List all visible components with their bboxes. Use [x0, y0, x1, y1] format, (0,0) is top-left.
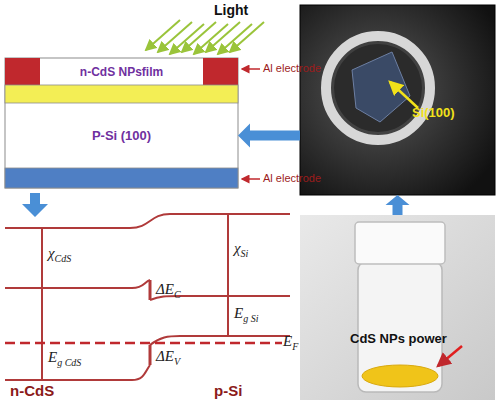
light-ray: [218, 24, 252, 54]
symbol-subscript: Si: [241, 248, 249, 259]
back-electrode: [5, 168, 238, 188]
symbol-base: χ: [234, 240, 241, 256]
light-ray: [146, 20, 180, 50]
symbol-subscript: C: [174, 289, 181, 300]
node-text: CdS NPs power: [350, 331, 447, 346]
symbol-base: χ: [48, 245, 55, 261]
band-label: χSi: [234, 240, 248, 259]
vial-photo: CdS NPs power: [300, 215, 495, 400]
light-ray: [230, 22, 264, 52]
symbol-subscript: V: [174, 356, 180, 367]
material-label: p-Si: [214, 382, 242, 399]
band-label: χCdS: [48, 245, 71, 264]
cds-powder: [362, 365, 438, 387]
offset-line: [149, 345, 152, 365]
energy-gap-line: [227, 296, 229, 336]
light-label: Light: [214, 2, 248, 18]
block-arrow: [386, 195, 410, 215]
electrode-label: Al electrode: [263, 172, 321, 184]
fermi-level: [5, 342, 282, 345]
energy-gap-line: [41, 288, 43, 380]
symbol-base: E: [283, 333, 292, 349]
symbol-base: E: [48, 349, 57, 365]
material-label: n-CdS: [10, 382, 54, 399]
vial-glass: [358, 262, 442, 392]
symbol-subscript: F: [292, 341, 298, 352]
photo-background: [300, 215, 495, 400]
sample-photo: Si(100): [300, 5, 495, 195]
band-lines: [5, 214, 290, 380]
offset-line: [149, 280, 152, 300]
silicon-wafer: [352, 52, 410, 122]
band-label: ΔEV: [156, 348, 180, 367]
band-label: Eg Si: [234, 305, 258, 324]
device-outline: [5, 58, 238, 188]
top-electrode: [203, 58, 238, 85]
light-rays: [146, 20, 264, 54]
vial-cap: [355, 222, 445, 264]
electrode-label: Al electrode: [263, 62, 321, 74]
symbol-base: ΔE: [156, 348, 174, 364]
substrate-layer: P-Si (100): [5, 103, 238, 168]
symbol-subscript: g CdS: [57, 357, 81, 368]
conduction-band: [5, 280, 150, 288]
vacuum-level: [5, 214, 290, 228]
sample-holder-ring: [326, 36, 430, 140]
pointer-arrow: [242, 68, 260, 70]
energy-gap-line: [227, 214, 229, 296]
symbol-base: ΔE: [156, 281, 174, 297]
pointer-arrow: [390, 82, 418, 108]
photo-background: [300, 5, 495, 195]
band-label: ΔEC: [156, 281, 181, 300]
top-electrode: [5, 58, 40, 85]
cds-layer: [5, 85, 238, 103]
pointer-arrow: [242, 178, 260, 180]
node-text: n-CdS NPsfilm: [80, 65, 163, 79]
block-arrow: [238, 124, 300, 148]
symbol-subscript: CdS: [55, 253, 72, 264]
symbol-base: E: [234, 305, 243, 321]
band-label: Eg CdS: [48, 349, 81, 368]
block-arrow: [22, 193, 48, 217]
layer-region: n-CdS NPsfilm: [40, 58, 203, 85]
pointer-arrow: [438, 346, 462, 366]
band-label: EF: [283, 333, 298, 352]
node-text: P-Si (100): [92, 128, 151, 143]
energy-gap-line: [41, 228, 43, 288]
sample-holder: [334, 44, 422, 132]
symbol-subscript: g Si: [243, 313, 258, 324]
node-text: Si(100): [412, 105, 455, 120]
